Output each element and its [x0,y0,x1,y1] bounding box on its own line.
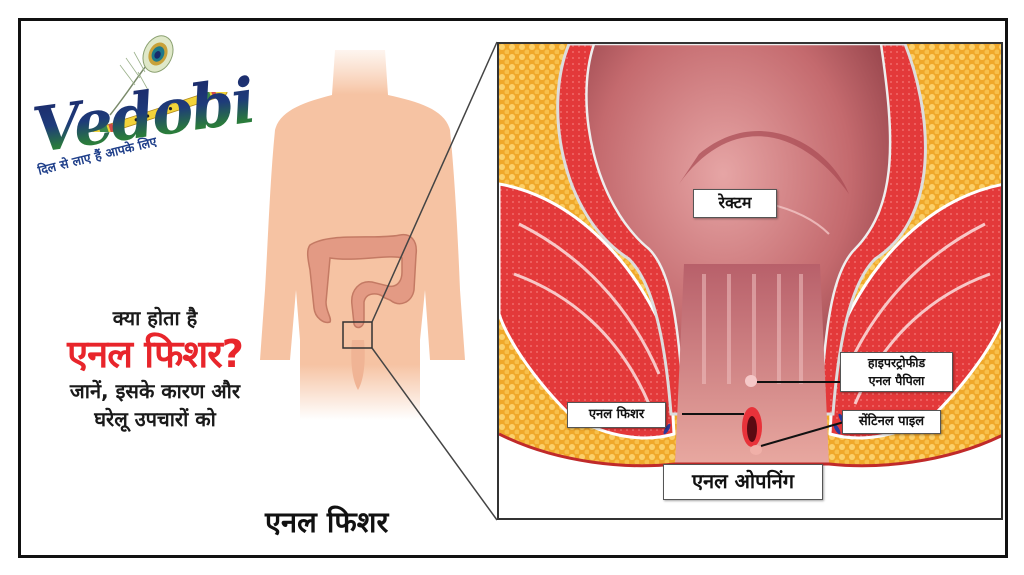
label-rectum: रेक्टम [693,189,777,218]
anatomy-cross-section [499,44,1001,518]
peacock-feather-icon [109,35,174,116]
figure-caption: एनल फिशर [265,505,389,539]
outer-frame [18,18,1008,558]
colon [306,233,418,329]
intro-block: क्या होता है एनल फिशर? जानें, इसके कारण … [20,305,290,433]
vedobi-logo: Vedobi दिल से लाए हैं आपके लिए [29,30,258,200]
label-sentinel-pile: सेंटिनल पाइल [842,410,941,434]
label-hypertrophied-anal-papilla: हाइपरट्रोफीड एनल पैपिला [840,352,953,392]
label-anal-opening: एनल ओपनिंग [663,464,823,500]
intro-subtext-2: घरेलू उपचारों को [94,407,216,431]
label-anal-fissure: एनल फिशर [567,402,666,428]
label-hypertrophied-line2: एनल पैपिला [868,373,925,388]
anal-anatomy-inset: रेक्टम हाइपरट्रोफीड एनल पैपिला सेंटिनल प… [497,42,1003,520]
intro-subtext-1: जानें, इसके कारण और [69,379,241,403]
intro-question: क्या होता है [112,306,198,330]
zoom-region-box [342,321,373,349]
flute-icon [92,92,228,132]
label-hypertrophied-line1: हाइपरट्रोफीड [867,355,926,370]
torso-illustration [260,50,465,420]
headline: एनल फिशर? [67,332,244,376]
